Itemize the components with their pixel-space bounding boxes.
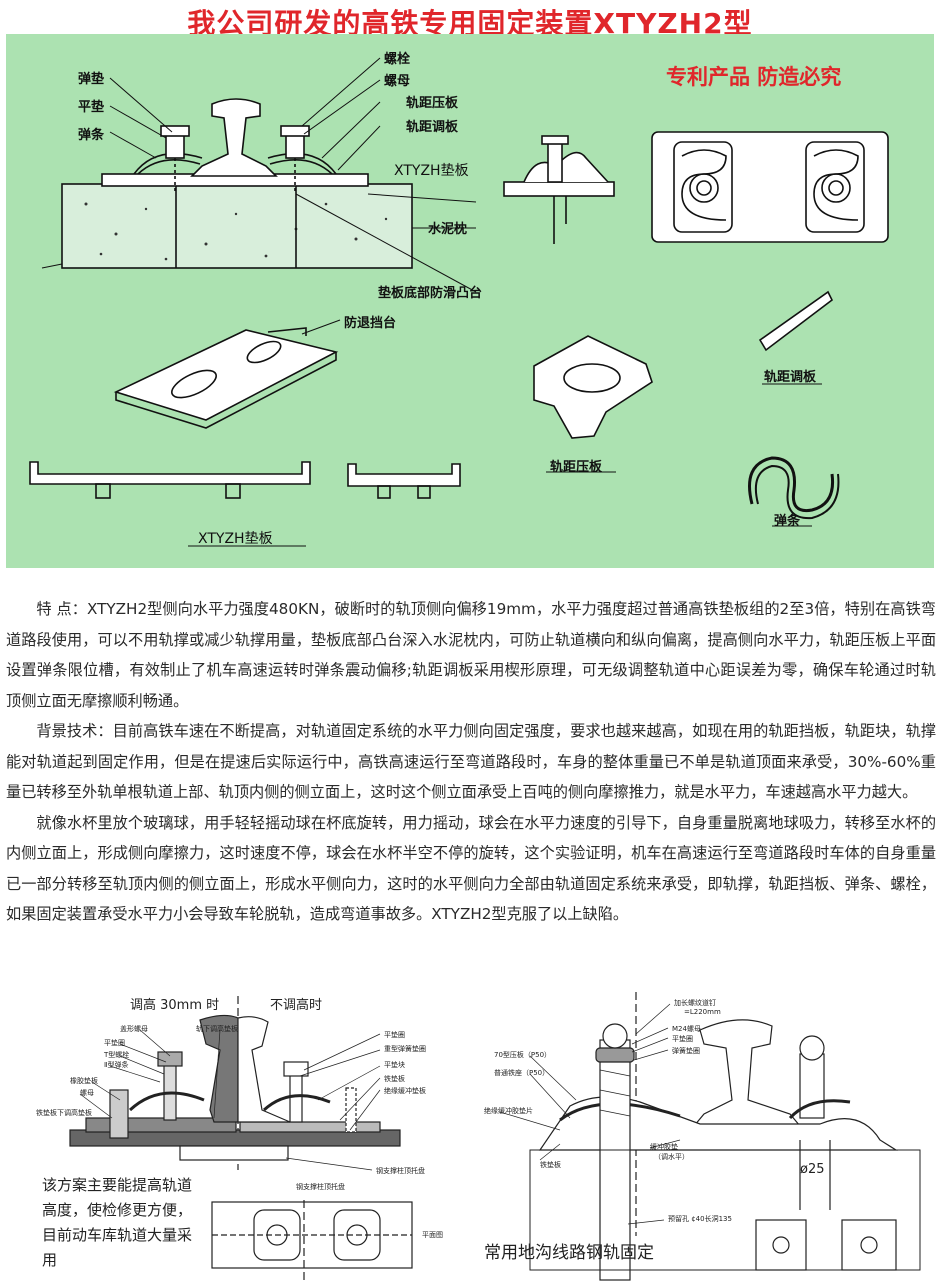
label-plate-pad: 铁垫板下调高垫板: [36, 1109, 92, 1117]
label-concrete-sleeper: 水泥枕: [428, 222, 468, 237]
plate-end-view: [347, 463, 461, 487]
label-xtyzh-plate: XTYZH垫板: [394, 163, 469, 179]
paragraph-background: 背景技术：目前高铁车速在不断提高，对轨道固定系统的水平力侧向固定强度，要求也越来…: [6, 722, 936, 801]
label-iron-seat: 普通铁座（P50）: [494, 1069, 550, 1077]
label-length: =L220mm: [684, 1008, 721, 1016]
label-rubber-pad: 橡胶垫板: [70, 1077, 98, 1085]
label-type2-clip: Ⅱ型弹条: [104, 1061, 129, 1069]
side-section: [503, 181, 615, 197]
label-elastic-clip: 弹条: [78, 128, 105, 143]
label-tray-right: 钢支撑柱顶托盘: [376, 1167, 425, 1175]
paragraph-features: 特 点：XTYZH2型侧向水平力强度480KN，破断时的轨顶侧向偏移19mm，水…: [6, 600, 936, 710]
label-insul-pad: 绝缘缓冲垫板: [384, 1087, 426, 1095]
label-plate-bottom: XTYZH垫板: [198, 531, 273, 547]
patent-notice: 专利产品 防造必究: [666, 65, 842, 89]
label-iron-plate-r: 铁垫板: [540, 1161, 561, 1169]
plan-view: [651, 131, 889, 243]
label-stop-block: 防退挡台: [344, 316, 397, 331]
label-flat-ring-r: 平垫圈: [384, 1031, 405, 1039]
caption-right: 常用地沟线路钢轨固定: [484, 1243, 654, 1263]
label-rail-pad: 轨下调高垫板: [196, 1025, 238, 1033]
fastener-diagram: [29, 57, 889, 547]
right-clip: [267, 152, 337, 175]
plate-isometric: [113, 329, 339, 421]
diagram-panel: 专利产品 防造必究 弹垫 平垫 弹条 螺栓 螺母 轨距压板 轨距调板 XTYZH…: [6, 34, 934, 568]
elastic-clip: [748, 456, 835, 513]
label-iron-plate: 铁垫板: [384, 1075, 405, 1083]
rail-section-right: [692, 1019, 802, 1127]
label-nut: 螺母: [384, 74, 411, 89]
label-wedge: 轨距调板: [764, 370, 817, 385]
label-gauge-clamp: 轨距压板: [406, 96, 459, 111]
description-text: 特 点：XTYZH2型侧向水平力强度480KN，破断时的轨顶侧向偏移19mm，水…: [6, 594, 936, 930]
label-flat-washer: 平垫: [78, 100, 105, 115]
label-anti-slip-boss: 垫板底部防滑凸台: [378, 286, 483, 301]
gauge-clamp-plate: [533, 335, 653, 439]
label-bolt: 螺栓: [384, 52, 411, 67]
label-type70-clamp: 70型压板（P50）: [494, 1051, 552, 1059]
left-clip: [133, 152, 203, 175]
plate-elevation: [29, 461, 311, 485]
label-spring-washer: 弹垫: [78, 72, 105, 87]
label-reserved-hole: 预留孔 ¢40长洞135: [668, 1215, 732, 1223]
caption-left: 该方案主要能提高轨道高度，使检修更方便，目前动车库轨道大量采用: [42, 1176, 193, 1269]
label-insul-rubber: 绝缘缓冲胶垫片: [484, 1107, 533, 1115]
label-gauge-adjust: 轨距调板: [406, 120, 459, 135]
label-tray-center: 钢支撑柱顶托盘: [296, 1183, 345, 1191]
label-flat-ring: 平垫圈: [104, 1039, 125, 1047]
concrete-sleeper: [61, 183, 413, 269]
heading-raised: 调高 30mm 时: [130, 998, 220, 1013]
wedge: [758, 290, 834, 352]
heading-not-raised: 不调高时: [270, 998, 323, 1013]
label-long-spike: 加长螺纹道钉: [674, 999, 716, 1007]
label-nut-left: 螺母: [80, 1089, 94, 1097]
label-leveling: （调水平）: [654, 1153, 689, 1161]
rail-left-half: [199, 1014, 239, 1123]
rail-section: [190, 98, 278, 177]
label-clip: 弹条: [774, 514, 801, 529]
label-heavy-spring: 重型弹簧垫圈: [384, 1045, 426, 1053]
label-spring-washer-r: 弹簧垫圈: [672, 1047, 700, 1055]
label-buffer-pad: 缓冲胶垫: [650, 1143, 678, 1151]
label-clamp-plate: 轨距压板: [550, 460, 603, 475]
label-m24-nut: M24螺母: [672, 1025, 701, 1033]
paragraph-analogy: 就像水杯里放个玻璃球，用手轻轻摇动球在杯底旋转，用力摇动，球会在水平力速度的引导…: [6, 813, 936, 924]
label-plan: 平面图: [422, 1231, 443, 1239]
label-cap-nut: 盖形螺母: [120, 1025, 148, 1033]
label-washer: 平垫圈: [672, 1035, 693, 1043]
label-diameter: ø25: [800, 1162, 825, 1177]
label-t-bolt: T型螺栓: [104, 1051, 130, 1059]
bottom-drawings: 调高 30mm 时 不调高时 盖形螺母 平垫圈 T型螺栓 Ⅱ型弹条 橡胶垫板 轨…: [0, 990, 940, 1288]
bottom-technical-drawing: [69, 992, 921, 1281]
label-flat-block: 平垫块: [384, 1061, 405, 1069]
